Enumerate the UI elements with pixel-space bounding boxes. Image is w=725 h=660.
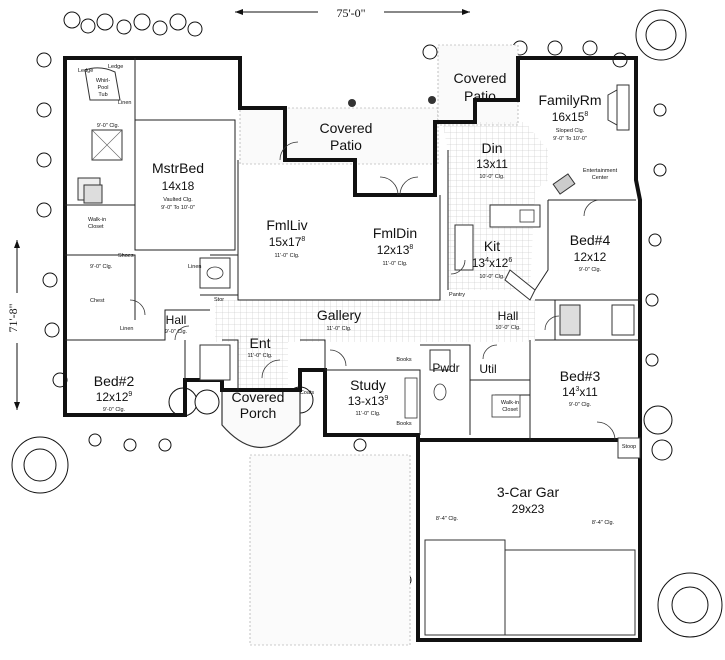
bed3-closet-label: Walk-in <box>501 400 519 406</box>
kitchen-island <box>454 224 474 271</box>
family-patio-title-2: Patio <box>464 88 496 104</box>
family-rm-ceiling: Sloped Clg. <box>556 128 585 134</box>
ledge-label-2: Ledge <box>108 64 123 70</box>
tub-label-3: Tub <box>98 92 107 98</box>
kitchen-size: 134x126 <box>472 256 513 270</box>
chest-label: Chest <box>90 298 105 304</box>
garage-title: 3-Car Gar <box>497 484 560 500</box>
exterior-walls <box>63 56 642 642</box>
family-rm-ceiling-2: 9'-0" To 10'-0" <box>553 136 587 142</box>
ledge-label-1: Ledge <box>78 68 93 74</box>
gallery-ceiling: 11'-0" Clg. <box>327 326 352 332</box>
bookshelf <box>404 377 418 419</box>
dining-title: Din <box>481 140 502 156</box>
formal-dining-title: FmlDin <box>373 225 417 241</box>
post <box>348 99 356 107</box>
room-labels: Covered Patio Covered Patio FamilyRm 16x… <box>78 64 636 526</box>
family-rm-size: 16x158 <box>552 110 589 124</box>
books-label-2: Books <box>396 421 412 427</box>
garage-door-right <box>504 549 636 636</box>
interior-walls <box>65 58 640 440</box>
garage-size: 29x23 <box>512 502 545 516</box>
hall-right-ceiling: 10'-0" Clg. <box>495 325 521 331</box>
hall-left-ceiling: 9'-0" Clg. <box>165 329 188 335</box>
kitchen-ceiling: 10'-0" Clg. <box>479 274 505 280</box>
hall-left-title: Hall <box>166 313 187 327</box>
bed4-title: Bed#4 <box>570 232 611 248</box>
formal-living-title: FmlLiv <box>266 217 307 233</box>
books-label-1: Books <box>396 357 412 363</box>
tub-label-2: Pool <box>97 85 108 91</box>
pantry-label: Pantry <box>449 292 465 298</box>
bed3-ceiling: 9'-0" Clg. <box>569 402 592 408</box>
fireplace <box>616 84 630 131</box>
dining-size: 13x11 <box>476 157 508 171</box>
porch-title-2: Porch <box>240 405 277 421</box>
stor-label: Stor <box>214 297 224 303</box>
bed2-ceiling: 9'-0" Clg. <box>103 407 126 413</box>
fixtures <box>77 67 641 636</box>
formal-living-size: 15x178 <box>269 235 306 249</box>
walkin-closet-label: Walk-in <box>88 217 106 223</box>
garage-ceiling-left: 8'-4" Clg. <box>436 516 459 522</box>
shower-bed4 <box>559 304 581 336</box>
master-bed-ceiling-2: 9'-0" To 10'-0" <box>161 205 195 211</box>
bed3-size: 143x11 <box>562 385 598 399</box>
depth-dimension: 71'-8" <box>6 240 26 410</box>
hall-linen-label: Linen <box>188 264 201 270</box>
whirlpool-tub <box>84 67 121 101</box>
master-bed-size: 14x18 <box>162 179 195 193</box>
powder-title: Pwdr <box>432 361 459 375</box>
coats-label: Coats <box>300 390 315 396</box>
bed3-closet-label-2: Closet <box>502 407 518 413</box>
doors <box>129 141 616 441</box>
bed3-title: Bed#3 <box>560 368 601 384</box>
walkin-closet-label-2: Closet <box>88 224 104 230</box>
formal-living-ceiling: 11'-0" Clg. <box>275 253 300 259</box>
depth-label: 71'-8" <box>6 303 20 332</box>
width-dimension: 75'-0" <box>235 3 470 21</box>
master-bath-ceiling: 9'-0" Clg. <box>97 123 120 129</box>
entry-ceiling: 11'-0" Clg. <box>248 353 273 359</box>
master-bed-ceiling: Vaulted Clg. <box>163 197 193 203</box>
width-label: 75'-0" <box>336 6 365 20</box>
bed2-title: Bed#2 <box>94 373 135 389</box>
entertainment-label-2: Center <box>592 175 609 181</box>
dining-ceiling: 10'-0" Clg. <box>479 174 505 180</box>
study-title: Study <box>350 377 386 393</box>
toilet <box>433 383 447 401</box>
gallery-title: Gallery <box>317 307 361 323</box>
formal-dining-ceiling: 11'-0" Clg. <box>383 261 408 267</box>
rear-patio-title: Covered <box>320 120 373 136</box>
stoop-label: Stoop <box>622 444 636 450</box>
garage-ceiling-right: 8'-4" Clg. <box>592 520 615 526</box>
stoop-slab <box>617 437 641 459</box>
entry-title: Ent <box>249 335 270 351</box>
bed4-size: 12x12 <box>574 250 607 264</box>
bath-tub <box>199 344 231 381</box>
utility-title: Util <box>479 362 496 376</box>
porch-title: Covered <box>232 389 285 405</box>
tub-label-1: Whirl- <box>96 78 111 84</box>
entertainment-label: Entertainment <box>583 168 618 174</box>
kitchen-title: Kit <box>484 238 500 254</box>
hall-right-title: Hall <box>498 309 519 323</box>
family-rm-title: FamilyRm <box>539 92 602 108</box>
garage-door-left <box>424 539 506 636</box>
family-patio-title: Covered <box>454 70 507 86</box>
shoes-label: Shoes <box>118 253 134 259</box>
study-size: 13-x139 <box>348 394 389 408</box>
walkin-closet-ceiling: 9'-0" Clg. <box>90 264 113 270</box>
bed4-ceiling: 9'-0" Clg. <box>579 267 602 273</box>
formal-dining-size: 12x138 <box>377 243 414 257</box>
hall-linen-label-2: Linen <box>120 326 133 332</box>
bed2-size: 12x129 <box>96 390 133 404</box>
master-bed-title: MstrBed <box>152 160 204 176</box>
rear-patio-title-2: Patio <box>330 137 362 153</box>
study-ceiling: 11'-0" Clg. <box>356 411 381 417</box>
master-linen: Linen <box>118 100 131 106</box>
